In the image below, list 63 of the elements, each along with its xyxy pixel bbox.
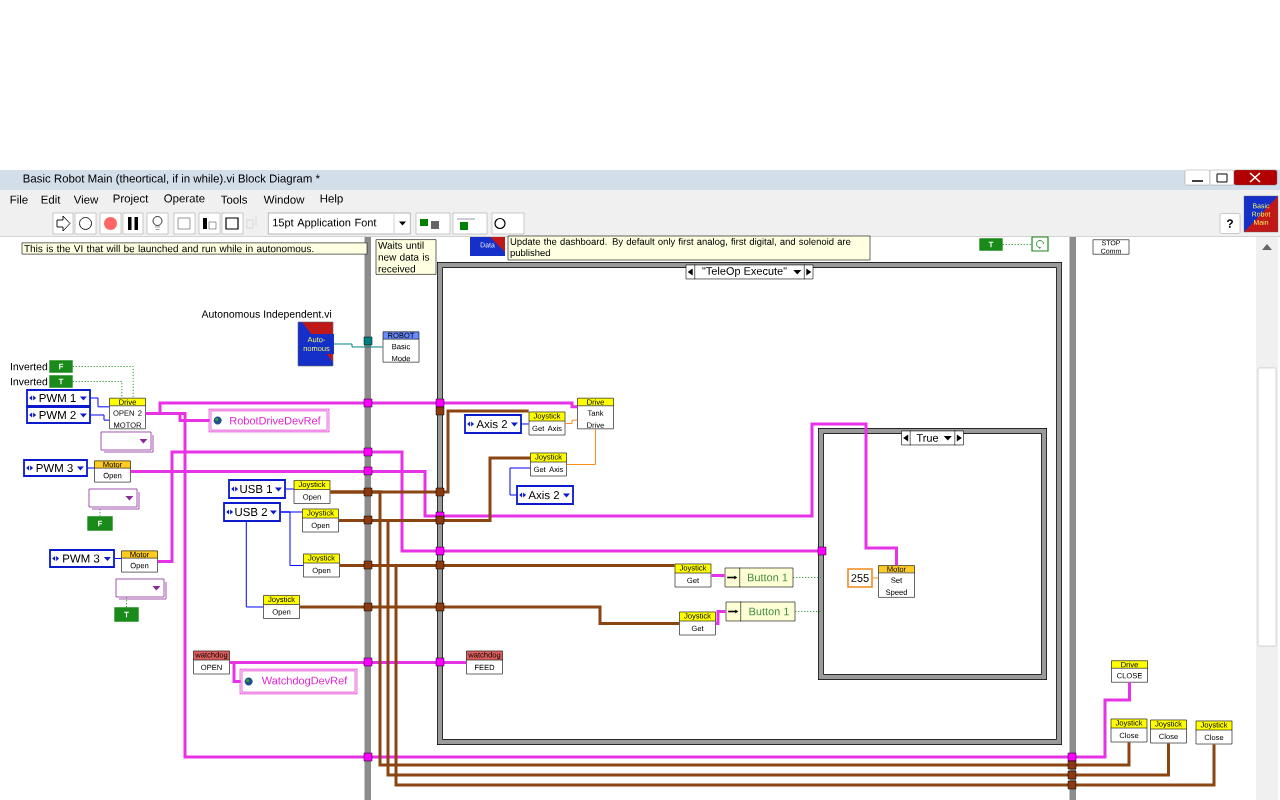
font-dropdown: 15pt Application Font [268, 212, 411, 235]
menu-item: Tools [220, 195, 248, 204]
wire [338, 519, 1170, 777]
wire [72, 381, 123, 399]
node-label: Inverted [11, 377, 48, 386]
menu-item: Window [263, 195, 305, 204]
wire [872, 577, 879, 579]
refnum-constant: RobotDriveDevRef [208, 408, 330, 433]
enum-constant [115, 578, 167, 600]
wire [72, 366, 134, 399]
numeric-constant: 255 [847, 568, 873, 588]
unbundle-block: Button 1 [725, 601, 796, 622]
ring-constant: PWM 3 [49, 549, 115, 568]
node-label: Autonomous Independent.vi [201, 310, 332, 320]
wire [90, 397, 110, 408]
wire [1002, 244, 1032, 245]
menu-item: Edit [41, 195, 61, 204]
comment-note: Update the dashboard. By default only first analog, first digital, and solenoid are published [507, 235, 871, 261]
wire [285, 488, 295, 490]
wire [566, 428, 596, 465]
node-label: Inverted [11, 362, 48, 371]
enum-constant [100, 431, 154, 453]
comment-note: This is the VI that will be launched and run while in autonomous. [21, 242, 368, 255]
wire [715, 610, 726, 625]
menu-item: File [10, 195, 28, 204]
wire [711, 574, 725, 577]
wire [130, 422, 898, 566]
wire [330, 490, 1131, 767]
wire [245, 521, 264, 608]
ring-constant: PWM 1 [26, 389, 91, 407]
help-button: ? [1219, 213, 1241, 234]
wire [114, 558, 122, 559]
wire [99, 506, 101, 517]
wire [229, 661, 467, 664]
ring-constant: USB 1 [228, 479, 286, 499]
comment-note: Waits until new data is received [375, 239, 437, 275]
unbundle-block: Button 1 [724, 567, 794, 588]
loop-condition-icon [1031, 236, 1049, 252]
ring-constant: Axis 2 [464, 414, 522, 434]
wire [126, 596, 127, 608]
wire [521, 423, 530, 425]
ring-constant: USB 2 [223, 502, 281, 522]
wire [509, 467, 531, 496]
wire [792, 577, 822, 578]
wire [339, 564, 1216, 787]
menu-item: Project [113, 194, 149, 205]
wire [794, 611, 822, 612]
wire [564, 419, 578, 424]
menu-item: Operate [164, 194, 205, 205]
menu-item: Help [320, 194, 343, 205]
menu-item: View [73, 195, 99, 204]
wire [87, 467, 95, 469]
wire [299, 605, 680, 625]
enum-constant [88, 488, 140, 510]
wire [145, 412, 1131, 759]
wire [332, 343, 384, 348]
ring-constant: PWM 2 [26, 406, 91, 424]
wire [280, 511, 304, 566]
ring-constant: PWM 3 [23, 459, 88, 477]
title-bar: Basic Robot Main (theortical, if in while).vi Block Diagram * [0, 170, 1280, 190]
ring-constant: Axis 2 [516, 485, 574, 505]
wire [90, 414, 110, 421]
refnum-constant: WatchdogDevRef [239, 668, 358, 695]
